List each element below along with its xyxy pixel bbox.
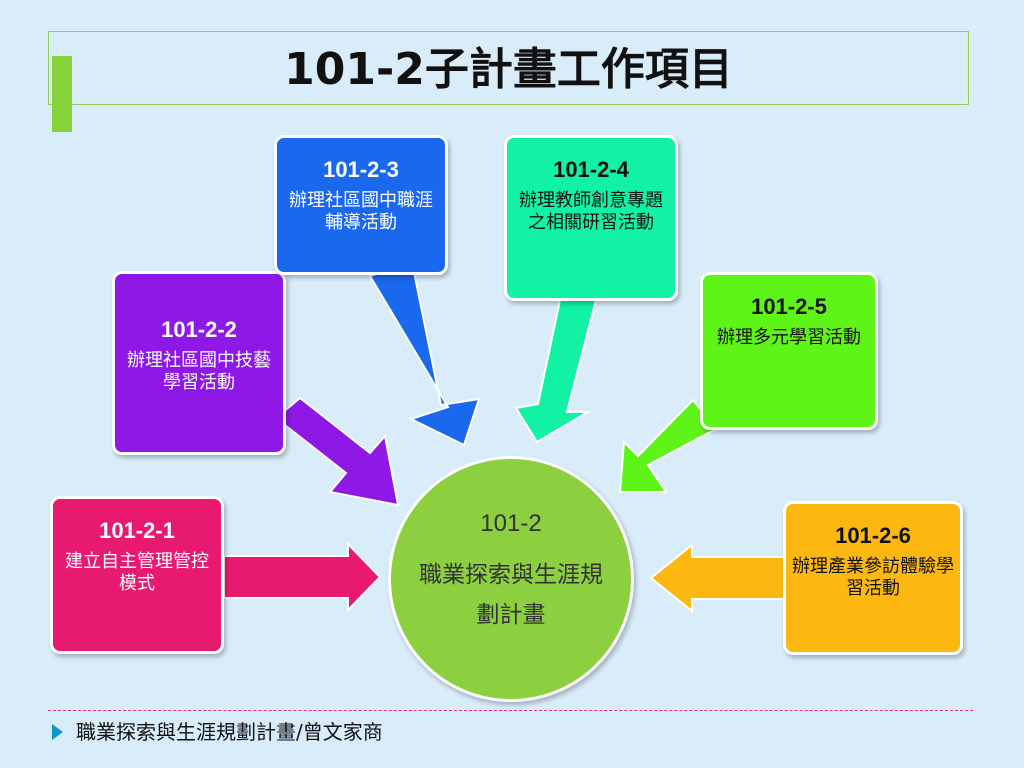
center-code: 101-2 [480,510,542,537]
arrow-101-2-6 [649,542,789,614]
arrow-101-2-2 [274,396,400,507]
title-accent-bar [52,56,72,132]
item-code: 101-2-2 [161,317,237,342]
item-desc: 辦理產業參訪體驗學習活動 [792,556,954,599]
item-101-2-1: 101-2-1 建立自主管理管控模式 [50,496,224,654]
item-desc: 辦理社區國中技藝學習活動 [127,350,271,393]
item-code: 101-2-4 [553,157,629,182]
arrow-101-2-3 [368,260,481,447]
slide-title: 101-2子計畫工作項目 [284,44,733,95]
item-desc: 辦理教師創意專題之相關研習活動 [519,190,663,233]
item-code: 101-2-3 [323,157,399,182]
item-code: 101-2-1 [99,518,175,543]
item-101-2-3: 101-2-3 辦理社區國中職涯輔導活動 [274,135,448,275]
play-triangle-icon [52,724,63,740]
center-title: 職業探索與生涯規劃計畫 [419,562,603,628]
arrow-101-2-4 [514,299,598,444]
footer-divider [48,710,973,711]
item-101-2-6: 101-2-6 辦理產業參訪體驗學習活動 [783,501,963,655]
item-desc: 辦理社區國中職涯輔導活動 [289,190,433,233]
item-101-2-4: 101-2-4 辦理教師創意專題之相關研習活動 [504,135,678,301]
item-101-2-5: 101-2-5 辦理多元學習活動 [700,272,878,430]
footer-caption: 職業探索與生涯規劃計畫/曾文家商 [76,720,383,744]
title-frame [48,31,969,105]
item-desc: 建立自主管理管控模式 [65,551,209,594]
arrow-101-2-1 [223,541,382,613]
item-code: 101-2-5 [751,294,827,319]
item-code: 101-2-6 [835,523,911,548]
item-desc: 辦理多元學習活動 [717,327,861,348]
item-101-2-2: 101-2-2 辦理社區國中技藝學習活動 [112,271,286,455]
center-hub: 101-2 職業探索與生涯規劃計畫 [388,456,634,702]
arrow-101-2-5 [618,398,718,493]
